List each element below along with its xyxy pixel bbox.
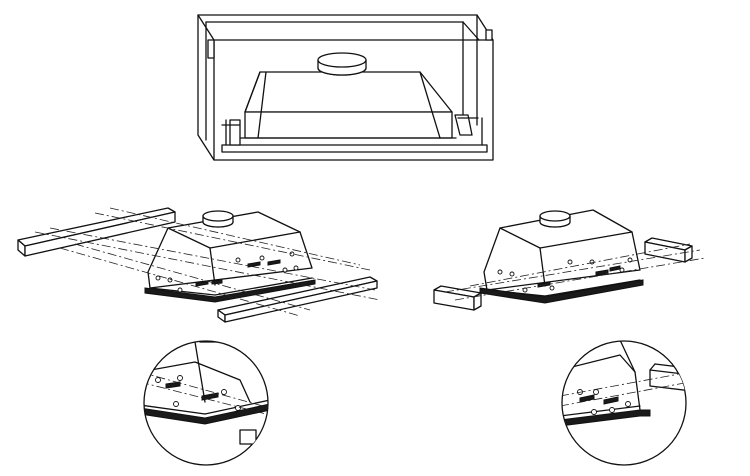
hood-right-assembly [433, 209, 706, 311]
hood-front [244, 111, 453, 139]
hood-base-flange [144, 279, 316, 303]
hood-body [483, 209, 641, 291]
detail-right [561, 340, 687, 466]
hood-body [147, 211, 313, 289]
hood-top [244, 71, 453, 113]
screws [537, 265, 621, 288]
mounting-holes [155, 251, 299, 293]
screws [195, 259, 281, 287]
cabinet-assembly [197, 14, 494, 161]
detail-circle [143, 340, 269, 466]
detail-left [143, 340, 269, 466]
hood-left-assembly [17, 207, 381, 323]
